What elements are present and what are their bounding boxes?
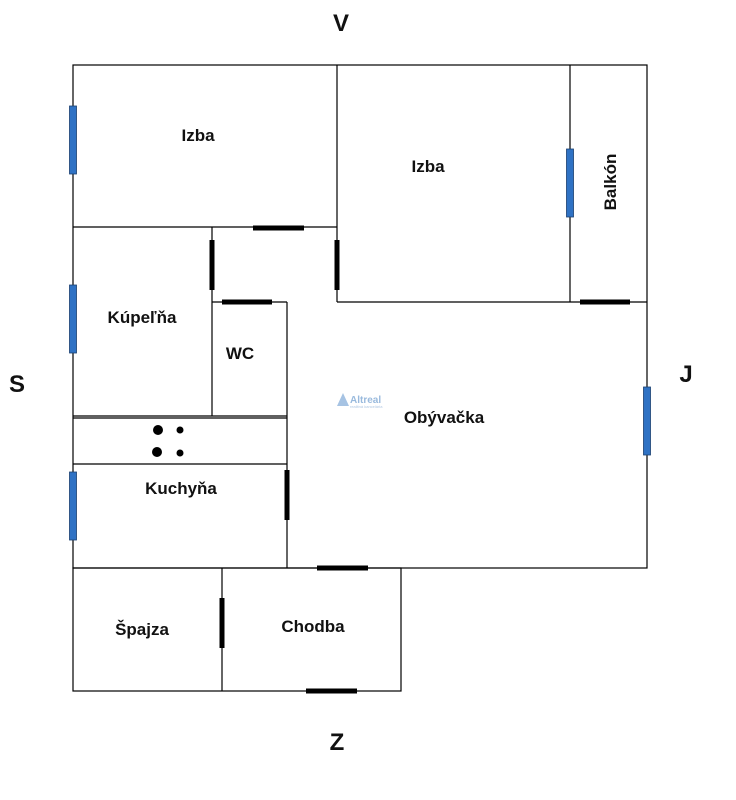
window-obyvacka <box>643 386 651 456</box>
room-label-obyvacka: Obývačka <box>404 408 485 427</box>
window-kupelna <box>69 284 77 354</box>
compass-labels: V Z S J <box>9 10 693 756</box>
room-label-balkon: Balkón <box>601 154 620 211</box>
room-label-kupelna: Kúpeľňa <box>108 308 177 327</box>
room-labels: Izba Izba Balkón Kúpeľňa WC Obývačka Kuc… <box>108 126 620 639</box>
compass-west: S <box>9 371 25 398</box>
compass-east: J <box>679 361 692 388</box>
walls <box>72 64 648 692</box>
window-izba-right <box>566 148 574 218</box>
window-kuchyna <box>69 471 77 541</box>
burner-icon <box>176 449 184 457</box>
logo-icon <box>337 393 349 406</box>
windows <box>69 105 651 541</box>
room-label-spajza: Špajza <box>115 620 169 639</box>
compass-north: V <box>333 10 349 37</box>
watermark-tagline: realitná kancelária <box>350 404 383 409</box>
doors <box>209 225 630 694</box>
watermark-brand: Altreal <box>350 395 381 406</box>
compass-south: Z <box>330 729 345 756</box>
burner-icon <box>153 425 163 435</box>
window-izba-left <box>69 105 77 175</box>
burner-icon <box>176 426 184 434</box>
watermark-logo: Altreal realitná kancelária <box>337 393 383 409</box>
room-label-kuchyna: Kuchyňa <box>145 479 217 498</box>
burner-icon <box>152 447 162 457</box>
room-label-izba-right: Izba <box>411 157 445 176</box>
room-label-izba-left: Izba <box>181 126 215 145</box>
room-label-wc: WC <box>226 344 254 363</box>
room-label-chodba: Chodba <box>281 617 345 636</box>
stove-icon <box>152 425 184 457</box>
outer-wall-lower <box>72 567 402 692</box>
